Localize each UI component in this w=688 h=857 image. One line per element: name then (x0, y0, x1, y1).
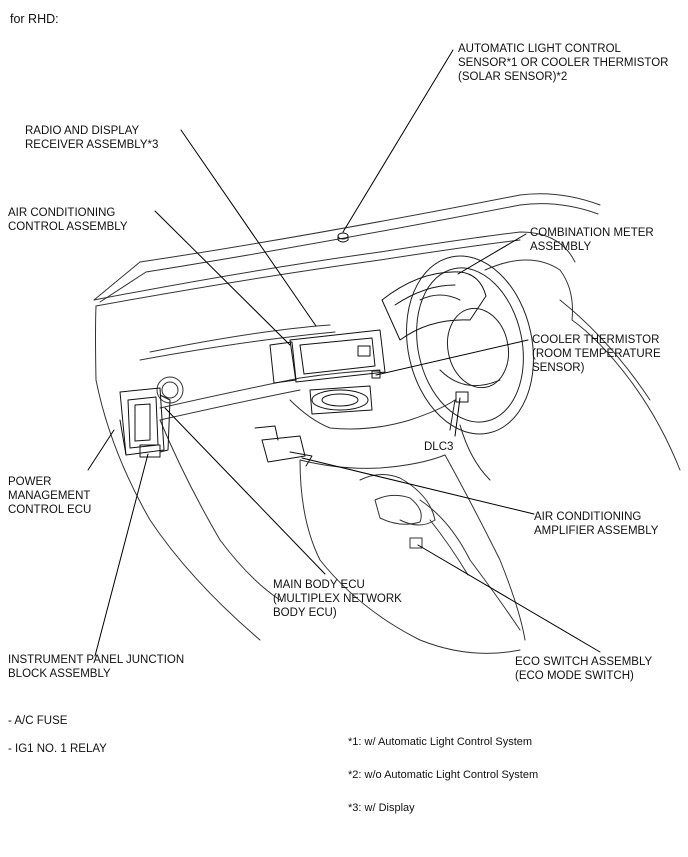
combination-meter (381, 271, 487, 341)
dashboard-body (93, 231, 681, 641)
ac-amplifier (254, 425, 313, 467)
label-dlc3: DLC3 (424, 441, 454, 453)
label-eco-switch: ECO SWITCH ASSEMBLY (ECO MODE SWITCH) (515, 656, 653, 682)
radio-display-unit (269, 329, 386, 415)
label-ac-control: AIR CONDITIONING CONTROL ASSEMBLY (8, 207, 128, 233)
footnote-2: *2: w/o Automatic Light Control System (348, 769, 539, 781)
label-auto-light-sensor: AUTOMATIC LIGHT CONTROL SENSOR*1 OR COOL… (458, 43, 669, 83)
label-combination-meter: COMBINATION METER ASSEMBLY (530, 227, 654, 253)
steering-wheel (406, 255, 534, 481)
dlc3-connector (455, 391, 469, 403)
footnote-3: *3: w/ Display (348, 802, 415, 814)
leader-lines (87, 49, 601, 657)
center-console (289, 399, 526, 654)
junction-item-ig1-relay: - IG1 NO. 1 RELAY (8, 743, 107, 755)
junction-item-ac-fuse: - A/C FUSE (8, 715, 68, 727)
footnote-1: *1: w/ Automatic Light Control System (348, 736, 533, 748)
label-ac-amplifier: AIR CONDITIONING AMPLIFIER ASSEMBLY (534, 511, 659, 537)
label-cooler-thermistor-room: COOLER THERMISTOR (ROOM TEMPERATURE SENS… (532, 334, 661, 374)
label-ip-junction-block: INSTRUMENT PANEL JUNCTION BLOCK ASSEMBLY (8, 654, 185, 680)
page-header: for RHD: (10, 12, 59, 26)
label-power-mgmt-ecu: POWER MANAGEMENT CONTROL ECU (8, 476, 92, 516)
label-radio-display: RADIO AND DISPLAY RECEIVER ASSEMBLY*3 (25, 125, 159, 151)
label-main-body-ecu: MAIN BODY ECU (MULTIPLEX NETWORK BODY EC… (273, 579, 402, 619)
left-ecu-cluster (119, 387, 171, 458)
